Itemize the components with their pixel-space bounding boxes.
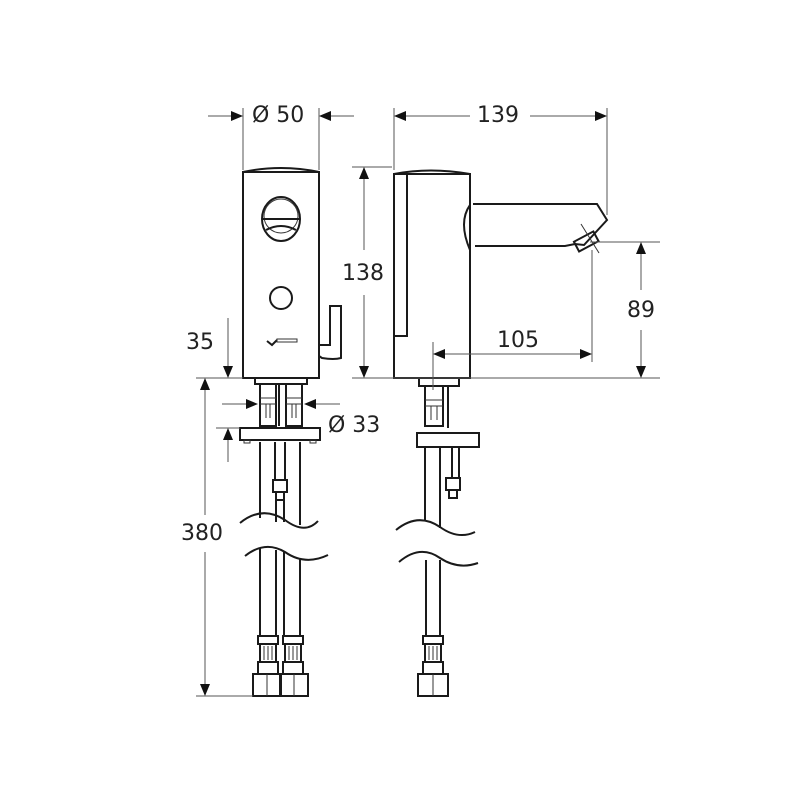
dimension-fixing-diameter: Ø 33 — [328, 413, 381, 438]
dimension-spout-height: 89 — [627, 298, 655, 323]
lever — [318, 305, 342, 360]
dimension-spout-projection: 105 — [497, 328, 539, 353]
dimension-hose-length: 380 — [181, 521, 223, 546]
dimension-shank-offset: 35 — [186, 330, 214, 355]
dimension-body-height: 138 — [342, 261, 384, 286]
button-icon — [269, 286, 293, 310]
side-body — [393, 173, 471, 379]
front-view — [239, 167, 342, 697]
side-view — [393, 169, 609, 697]
dimension-overall-depth: 139 — [477, 103, 519, 128]
front-body — [242, 171, 320, 379]
indicator-icon — [266, 338, 298, 347]
sensor-window-icon — [261, 196, 301, 242]
spout — [473, 203, 609, 247]
dimension-lines — [196, 108, 660, 697]
fixing-plate — [239, 427, 321, 441]
dimension-body-diameter: Ø 50 — [252, 103, 305, 128]
fixing-plate — [416, 432, 480, 448]
